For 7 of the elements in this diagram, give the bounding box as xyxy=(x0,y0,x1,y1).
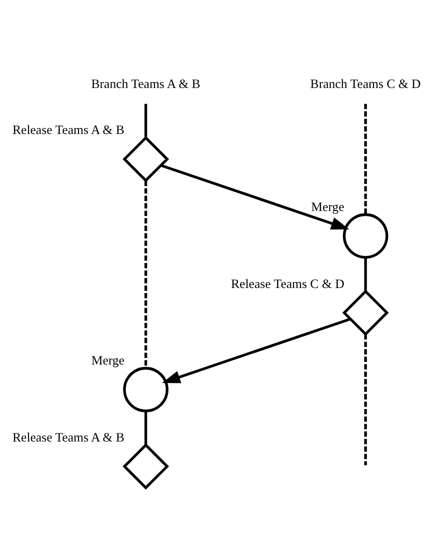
node-text: Branch Teams C & D xyxy=(310,76,421,90)
node-label: Release Teams C & D xyxy=(231,276,344,290)
node-label: Release Teams A & B xyxy=(12,430,124,444)
node-text: Branch Teams A & B xyxy=(91,76,200,90)
node-label: Merge xyxy=(91,353,124,368)
node-label: Release Teams A & B xyxy=(12,122,124,137)
node-label: Merge xyxy=(311,199,344,214)
